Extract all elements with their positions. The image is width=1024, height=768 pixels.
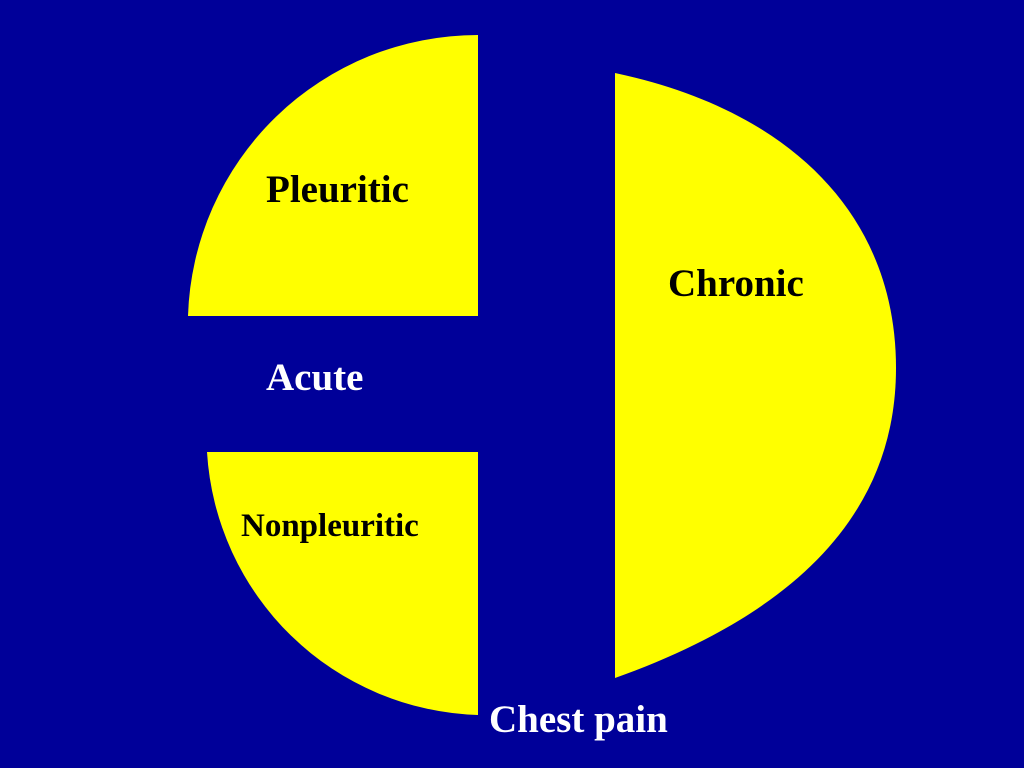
pleuritic-label: Pleuritic [266, 168, 409, 211]
chronic-segment [615, 73, 896, 678]
nonpleuritic-label: Nonpleuritic [241, 508, 419, 544]
chest-pain-label: Chest pain [489, 698, 668, 741]
nonpleuritic-segment [207, 452, 478, 715]
pleuritic-segment [188, 34, 478, 316]
chronic-label: Chronic [668, 262, 804, 305]
acute-label: Acute [266, 356, 364, 399]
